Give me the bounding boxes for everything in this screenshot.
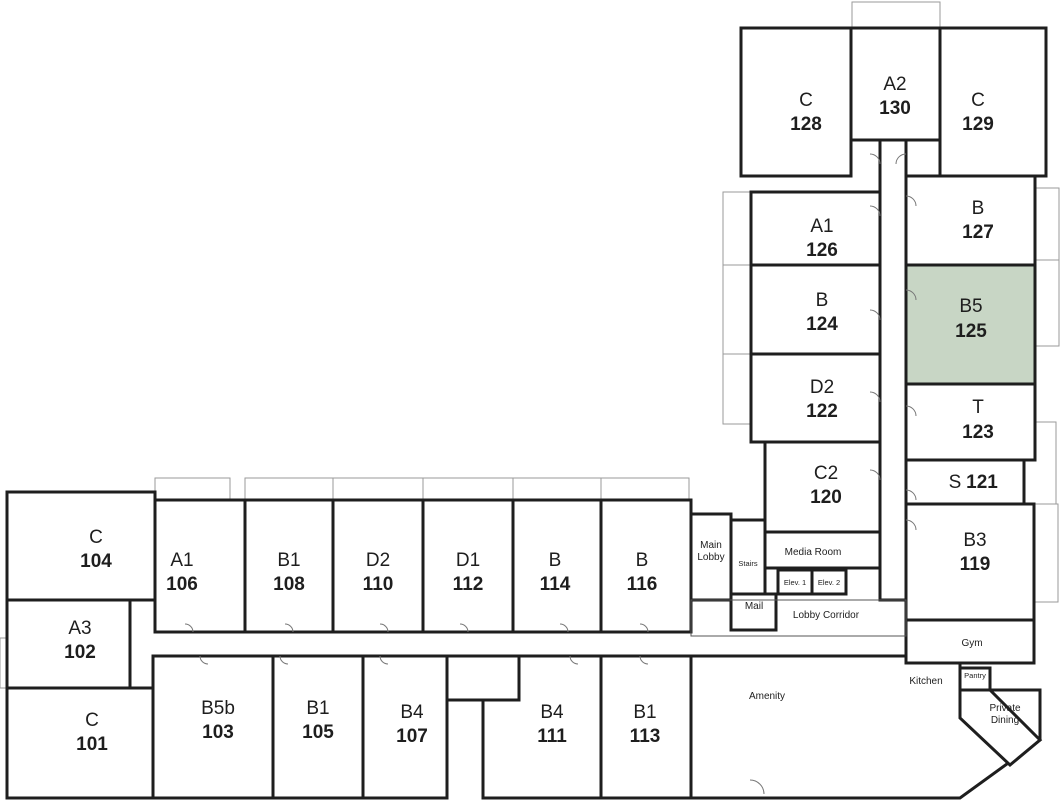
unit-114-type: B <box>549 550 562 571</box>
unit-125-highlight[interactable] <box>904 263 1037 386</box>
unit-101-type: C <box>85 710 99 731</box>
unit-101-number[interactable]: 101 <box>76 734 108 755</box>
unit-102-number[interactable]: 102 <box>64 642 96 663</box>
unit-104-type: C <box>89 527 103 548</box>
unit-127-number[interactable]: 127 <box>962 222 994 243</box>
common-room-labels: Main Lobby Stairs Media Room Elev. 1 Ele… <box>697 540 1021 726</box>
kitchen-label: Kitchen <box>909 676 942 687</box>
elev2-label: Elev. 2 <box>818 578 840 587</box>
unit-106-number[interactable]: 106 <box>166 574 198 595</box>
unit-105-type: B1 <box>306 698 329 719</box>
unit-110-number[interactable]: 110 <box>363 574 394 595</box>
unit-126-number[interactable]: 126 <box>806 240 838 261</box>
unit-111-number[interactable]: 111 <box>537 726 567 747</box>
unit-130-type: A2 <box>883 74 906 95</box>
unit-125-number[interactable]: 125 <box>955 321 987 342</box>
media-room-label: Media Room <box>785 547 842 558</box>
unit-129-number[interactable]: 129 <box>962 114 994 135</box>
main-lobby-label-2: Lobby <box>697 552 724 563</box>
unit-128-number[interactable]: 128 <box>790 114 822 135</box>
unit-120-number[interactable]: 120 <box>810 487 842 508</box>
amenity-label: Amenity <box>749 691 785 702</box>
unit-116-type: B <box>636 550 649 571</box>
unit-116-number[interactable]: 116 <box>627 574 658 595</box>
unit-128-type: C <box>799 90 813 111</box>
unit-123-number[interactable]: 123 <box>962 422 994 443</box>
unit-124-type: B <box>816 290 829 311</box>
private-dining-label-2: Dining <box>991 715 1019 726</box>
unit-107-type: B4 <box>400 702 424 723</box>
elev1-label: Elev. 1 <box>784 578 806 587</box>
unit-labels: C 128 A2 130 C 129 A1 126 B 127 B 124 B5… <box>64 74 998 755</box>
mail-label: Mail <box>745 601 763 612</box>
unit-119-number[interactable]: 119 <box>960 554 991 575</box>
unit-122-type: D2 <box>810 377 834 398</box>
unit-104-number[interactable]: 104 <box>80 551 112 572</box>
unit-113-type: B1 <box>633 702 656 723</box>
gym-label: Gym <box>961 638 982 649</box>
unit-113-number[interactable]: 113 <box>630 726 661 747</box>
unit-108-number[interactable]: 108 <box>273 574 305 595</box>
unit-114-number[interactable]: 114 <box>540 574 571 595</box>
unit-122-number[interactable]: 122 <box>806 401 838 422</box>
unit-105-number[interactable]: 105 <box>302 722 334 743</box>
unit-103-number[interactable]: 103 <box>202 722 234 743</box>
unit-126-type: A1 <box>810 216 833 237</box>
unit-110-type: D2 <box>366 550 390 571</box>
private-dining-label-1: Private <box>989 703 1021 714</box>
unit-124-number[interactable]: 124 <box>806 314 838 335</box>
unit-102-type: A3 <box>68 618 91 639</box>
unit-121-number[interactable]: 121 <box>966 472 998 493</box>
unit-106-type: A1 <box>170 550 193 571</box>
unit-103-type: B5b <box>201 698 235 719</box>
unit-119-type: B3 <box>963 530 986 551</box>
lobby-corridor-label: Lobby Corridor <box>793 610 860 621</box>
main-lobby-label-1: Main <box>700 540 722 551</box>
unit-121-type: S <box>949 472 962 493</box>
unit-129-type: C <box>971 90 985 111</box>
unit-112-type: D1 <box>456 550 480 571</box>
unit-127-type: B <box>972 198 985 219</box>
stairs-label: Stairs <box>738 559 757 568</box>
unit-120-type: C2 <box>814 463 838 484</box>
unit-108-type: B1 <box>277 550 300 571</box>
unit-125-type: B5 <box>959 296 982 317</box>
unit-112-number[interactable]: 112 <box>453 574 484 595</box>
unit-123-type: T <box>972 397 984 418</box>
pantry-label: Pantry <box>964 671 986 680</box>
unit-111-type: B4 <box>540 702 564 723</box>
building-walls <box>5 26 1048 800</box>
door-swings <box>184 153 917 795</box>
unit-107-number[interactable]: 107 <box>396 726 428 747</box>
unit-130-number[interactable]: 130 <box>879 98 911 119</box>
